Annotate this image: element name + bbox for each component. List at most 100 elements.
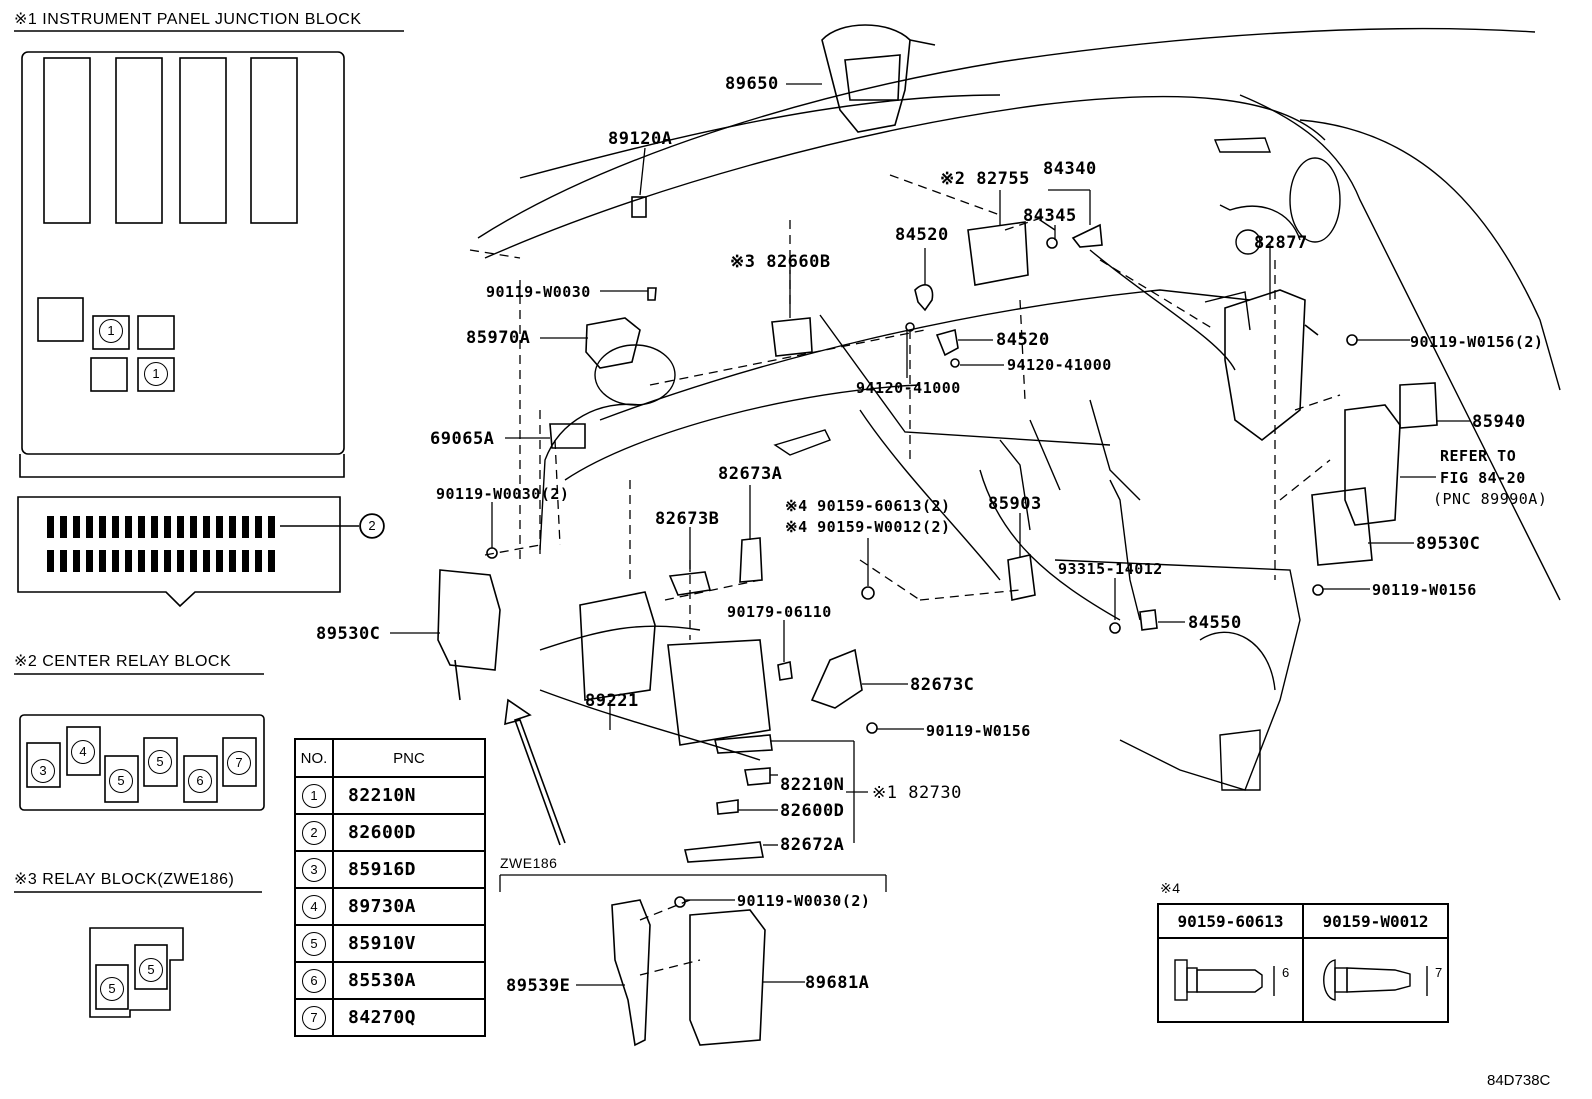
slot-number: 6 (188, 769, 212, 793)
slot-number: 4 (71, 740, 95, 764)
slot-number: 3 (31, 759, 55, 783)
relay-block-outline (89, 927, 184, 1018)
part-label: REFER TO (1440, 447, 1517, 465)
dashboard-outline (477, 27, 1561, 791)
part-label: 93315-14012 (1058, 560, 1163, 578)
part-label: 85903 (988, 494, 1042, 514)
bolt-header: 90159-60613 (1157, 903, 1304, 939)
junction-block-base (19, 454, 345, 478)
row-number: 2 (302, 820, 326, 845)
note4-mark: ※4 (1160, 880, 1181, 896)
part-label: 90119-W0030 (486, 283, 591, 301)
part-label: 90119-W0030(2) (737, 892, 871, 910)
junction-relay-slot (92, 315, 130, 350)
part-label: ※1 82730 (872, 783, 962, 803)
center-relay-slot (143, 737, 178, 787)
part-label: ※4 90159-60613(2) (785, 497, 951, 515)
center-relay-slot (66, 726, 101, 776)
slot-number: 1 (144, 362, 168, 386)
junction-relay-slot (37, 297, 84, 342)
part-label: 84550 (1188, 613, 1242, 633)
slot-number: 1 (99, 319, 123, 343)
row-number: 5 (302, 931, 326, 956)
pnc-table-header: NO. PNC (294, 738, 486, 778)
part-label: 82877 (1254, 233, 1308, 253)
bolt-table: 90159-60613 90159-W0012 (1157, 903, 1449, 1023)
center-relay-slot (222, 737, 257, 787)
part-label: ※2 82755 (940, 169, 1030, 189)
bolt-cell (1302, 937, 1449, 1023)
row-number: 3 (302, 857, 326, 882)
slot-number: 5 (109, 769, 133, 793)
part-89650 (821, 24, 911, 133)
part-label: 82600D (780, 801, 845, 821)
part-label: 89681A (805, 973, 870, 993)
part-label: 89530C (1416, 534, 1481, 554)
zwe-label: ZWE186 (500, 855, 558, 871)
part-label: 85970A (466, 328, 531, 348)
center-relay-slot (26, 742, 61, 788)
part-label: 82672A (780, 835, 845, 855)
part-label: 90179-06110 (727, 603, 832, 621)
row-pnc: 82210N (332, 776, 486, 815)
center-relay-slot (183, 755, 218, 803)
header-no: NO. (294, 738, 334, 778)
slot-number: 5 (139, 958, 163, 982)
part-label: 82210N (780, 775, 845, 795)
row-number: 4 (302, 894, 326, 919)
part-label: 85940 (1472, 412, 1526, 432)
junction-fuse-slot (179, 57, 227, 224)
junction-connector-pins (47, 516, 275, 572)
part-label: (PNC 89990A) (1433, 490, 1548, 508)
part-label: 84520 (996, 330, 1050, 350)
part-label: 94120-41000 (1007, 356, 1112, 374)
junction-fuse-slot (115, 57, 163, 224)
slot-number: 2 (360, 514, 384, 538)
center-relay-title: ※2 CENTER RELAY BLOCK (14, 653, 232, 670)
junction-block-outline (21, 51, 345, 455)
slot-number: 7 (227, 751, 251, 775)
row-pnc: 82600D (332, 813, 486, 852)
junction-fuse-slot (250, 57, 298, 224)
part-label: 84520 (895, 225, 949, 245)
bolt-cell (1157, 937, 1304, 1023)
part-label: 84340 (1043, 159, 1097, 179)
part-label: 82673A (718, 464, 783, 484)
junction-block-title: ※1 INSTRUMENT PANEL JUNCTION BLOCK (14, 11, 362, 28)
part-label: 82673B (655, 509, 720, 529)
part-label: 94120-41000 (856, 379, 961, 397)
part-label: 89539E (506, 976, 571, 996)
part-label: 89650 (725, 74, 779, 94)
bolt-dim: 7 (1435, 965, 1443, 980)
part-label: ※3 82660B (730, 252, 831, 272)
bolt-header: 90159-W0012 (1302, 903, 1449, 939)
header-pnc: PNC (332, 738, 486, 778)
dashed-link-lines (469, 174, 1341, 976)
center-relay-slot (104, 755, 139, 803)
relay-block-title: ※3 RELAY BLOCK(ZWE186) (14, 871, 235, 888)
row-pnc: 89730A (332, 887, 486, 926)
part-label: 90119-W0030(2) (436, 485, 570, 503)
junction-connector-outline (17, 496, 341, 608)
row-number: 7 (302, 1005, 326, 1030)
part-label: 90119-W0156 (1372, 581, 1477, 599)
figure-code: 84D738C (1487, 1072, 1551, 1089)
relay-block-slot (95, 964, 129, 1010)
leader-lines (390, 83, 1470, 986)
slot-number: 5 (148, 750, 172, 774)
part-label: 69065A (430, 429, 495, 449)
part-label: 89221 (585, 691, 639, 711)
junction-relay-slot (90, 357, 128, 392)
junction-relay-slot (137, 357, 175, 392)
row-pnc: 85530A (332, 961, 486, 1000)
part-label: 89120A (608, 129, 673, 149)
part-label: 84345 (1023, 206, 1077, 226)
